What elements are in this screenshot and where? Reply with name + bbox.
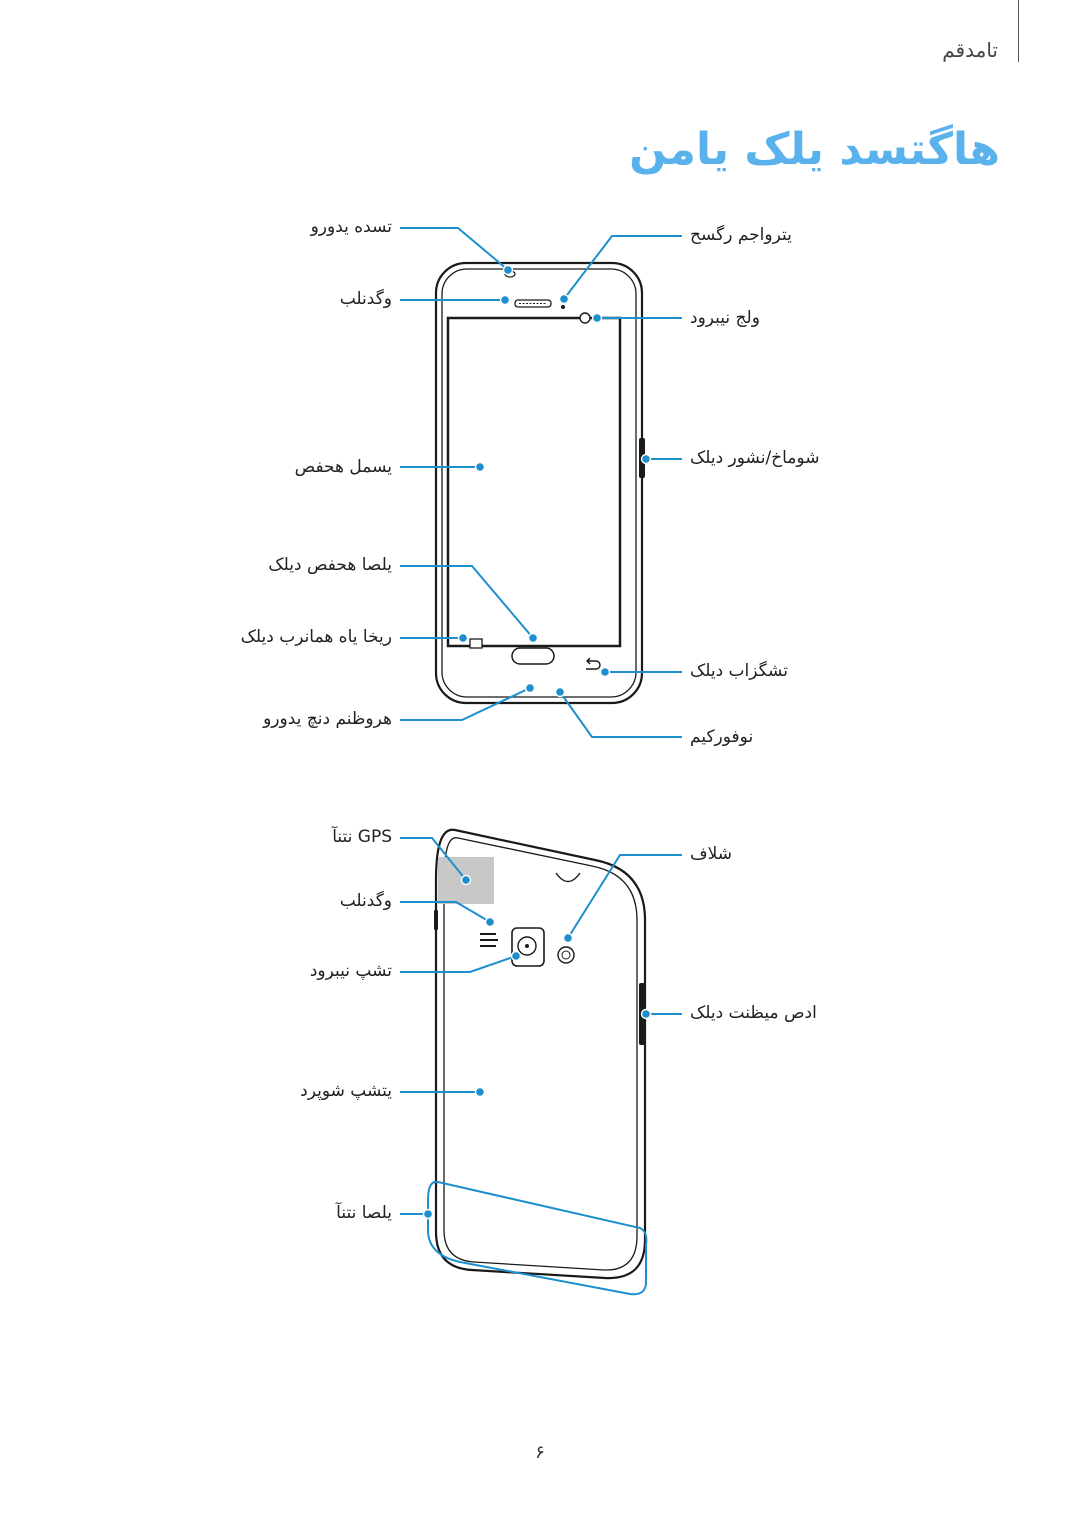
callout-dot-touchscreen — [474, 461, 486, 473]
label-flash: شلاف — [690, 844, 733, 864]
callout-dot-gps-antenna — [460, 874, 472, 886]
section-header: تامدقم — [942, 38, 998, 62]
label-recent-apps-key: ریخا یاه همانرب دیلک — [240, 627, 392, 647]
callout-dot-headset-jack — [502, 264, 514, 276]
page-title: هاگتسد یلک یامن — [629, 124, 1000, 175]
callout-dot-flash — [562, 932, 574, 944]
callout-dot-rear-camera — [510, 950, 522, 962]
label-multipurpose-jack: هروظنم دنچ یدورو — [263, 709, 392, 729]
callout-dot-rear-speaker — [484, 916, 496, 928]
callout-dot-volume-key — [640, 1008, 652, 1020]
callout-dot-earpiece — [499, 294, 511, 306]
callout-dot-recents-key — [457, 632, 469, 644]
callout-dot-power-key — [640, 453, 652, 465]
label-rear-speaker: وگدنلب — [339, 891, 392, 911]
header-divider — [1018, 0, 1019, 62]
back-callouts — [400, 837, 682, 1296]
label-power-key: شوماخ/نشور دیلک — [690, 448, 820, 468]
page-number: ۶ — [535, 1442, 545, 1463]
callout-dot-microphone — [554, 686, 566, 698]
front-callouts — [400, 227, 682, 738]
label-proximity-sensor: یتروا‌جم رگسح — [690, 225, 792, 245]
callout-dot-proximity-sensor — [558, 293, 570, 305]
callout-dot-front-camera — [591, 312, 603, 324]
label-back-cover: یتشپ شوپرد — [300, 1081, 392, 1101]
label-volume-key: ادص میظنت دیلک — [690, 1003, 817, 1023]
label-back-key: تشگزاب دیلک — [690, 661, 788, 681]
label-speaker: وگدنلب — [339, 289, 392, 309]
label-touchscreen: یسمل هحفص — [294, 457, 392, 477]
front-phone-illustration — [434, 261, 645, 705]
callout-dot-multipurpose-jack — [524, 682, 536, 694]
label-front-camera: ولج نیبرود — [690, 308, 760, 328]
label-microphone: نوفورکیم — [690, 727, 754, 747]
label-gps-antenna: GPS نتنآ — [332, 827, 392, 847]
label-rear-camera: تشپ نیبرود — [309, 961, 392, 981]
label-home-key: یلصا هحفص دیلک — [268, 555, 392, 575]
label-headset-jack: تسده یدورو — [310, 217, 392, 237]
label-main-antenna: یلصا نتنآ — [336, 1203, 392, 1223]
callout-dot-main-antenna — [422, 1208, 434, 1220]
callout-dot-back-key — [599, 666, 611, 678]
callout-dot-home-key — [527, 632, 539, 644]
back-phone-illustration — [434, 828, 647, 1280]
callout-dot-back-cover — [474, 1086, 486, 1098]
